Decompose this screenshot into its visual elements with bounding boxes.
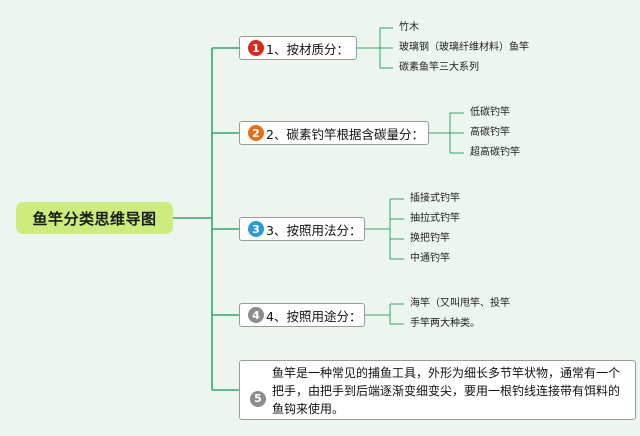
number-1-icon: 1 xyxy=(248,40,264,56)
branch-carbon-content[interactable]: 2 2、碳素钓竿根据含碳量分： xyxy=(239,121,429,145)
branch-carbon-content-label: 2、碳素钓竿根据含碳量分： xyxy=(266,126,424,142)
number-2-icon: 2 xyxy=(248,125,264,141)
leaf-hand-rod[interactable]: 手竿两大种类。 xyxy=(410,318,480,329)
leaf-carbon-series[interactable]: 碳素鱼竿三大系列 xyxy=(399,62,479,73)
leaf-telescopic[interactable]: 抽拉式钓竿 xyxy=(410,213,460,224)
leaf-low-carbon[interactable]: 低碳钓竿 xyxy=(470,107,510,118)
leaf-high-carbon[interactable]: 高碳钓竿 xyxy=(470,127,510,138)
root-topic-label: 鱼竿分类思维导图 xyxy=(32,209,157,228)
leaf-handle-swap[interactable]: 换把钓竿 xyxy=(410,233,450,244)
leaf-sea-rod[interactable]: 海竿（又叫甩竿、投竿 xyxy=(410,298,510,309)
leaf-ultra-high-carbon[interactable]: 超高碳钓竿 xyxy=(470,147,520,158)
leaf-through-guide[interactable]: 中通钓竿 xyxy=(410,253,450,264)
root-topic[interactable]: 鱼竿分类思维导图 xyxy=(16,202,173,234)
branch-material-label: 1、按材质分： xyxy=(266,41,349,57)
number-3-icon: 3 xyxy=(248,221,264,237)
number-5-icon: 5 xyxy=(250,390,266,407)
branch-material[interactable]: 1 1、按材质分： xyxy=(239,36,357,60)
leaf-plug-in[interactable]: 插接式钓竿 xyxy=(410,193,460,204)
description-note[interactable]: 5 鱼竿是一种常见的捕鱼工具，外形为细长多节竿状物，通常有一个把手，由把手到后端… xyxy=(239,360,636,420)
number-4-icon: 4 xyxy=(248,307,264,323)
branch-usage-method[interactable]: 3 3、按照用法分： xyxy=(239,217,365,241)
branch-usage-method-label: 3、按照用法分： xyxy=(266,222,362,238)
description-note-text: 鱼竿是一种常见的捕鱼工具，外形为细长多节竿状物，通常有一个把手，由把手到后端逐渐… xyxy=(272,365,621,416)
branch-purpose-label: 4、按照用途分： xyxy=(266,308,362,324)
leaf-bamboo-wood[interactable]: 竹木 xyxy=(399,22,419,33)
branch-purpose[interactable]: 4 4、按照用途分： xyxy=(239,303,365,327)
leaf-fiberglass[interactable]: 玻璃钢（玻璃纤维材料）鱼竿 xyxy=(399,42,529,53)
